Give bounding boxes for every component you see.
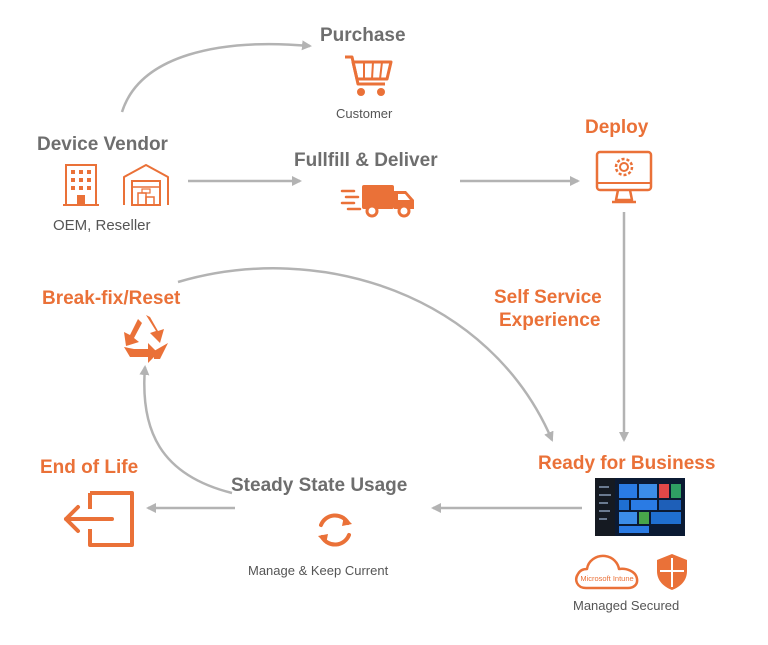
vendor-subtitle: OEM, Reseller [53,217,151,234]
eol-title: End of Life [40,457,139,478]
fulfill-title: Fullfill & Deliver [294,150,438,171]
purchase-subtitle: Customer [336,106,393,121]
office-building-icon [63,164,99,206]
steady-subtitle: Manage & Keep Current [248,563,389,578]
self-service-line2: Experience [499,310,601,331]
purchase-title: Purchase [320,25,406,46]
ready-subtitle: Managed Secured [573,598,680,613]
monitor-gear-icon [595,150,653,204]
recycle-icon [124,315,168,363]
cloud-icon: Microsoft Intune [575,554,639,590]
ready-title: Ready for Business [538,453,716,474]
shopping-cart-icon [345,55,393,96]
cloud-label: Microsoft Intune [580,574,633,583]
windows-start-screen-icon [595,478,685,536]
refresh-icon [318,513,352,547]
arrow-breakfix-to-ready [177,267,554,442]
warehouse-icon [123,164,169,206]
vendor-title: Device Vendor [37,134,168,155]
delivery-truck-icon [340,185,414,218]
arrow-vendor-to-purchase [120,40,312,113]
deploy-title: Deploy [585,117,649,138]
self-service-line1: Self Service [494,287,602,308]
exit-icon [64,491,134,547]
shield-icon [657,554,687,590]
steady-title: Steady State Usage [231,475,408,496]
arrow-steady-to-breakfix [139,365,233,495]
breakfix-title: Break-fix/Reset [42,288,181,309]
